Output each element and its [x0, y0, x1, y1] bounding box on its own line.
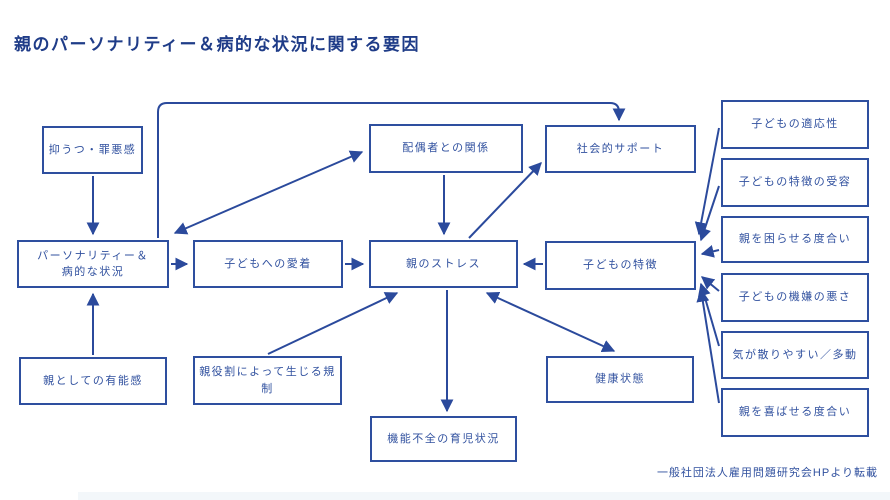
node-social-support: 社会的サポート	[545, 125, 696, 173]
node-acceptance-of-child: 子どもの特徴の受容	[721, 158, 869, 207]
node-parental-efficacy: 親としての有能感	[19, 357, 167, 405]
node-label: 親のストレス	[406, 257, 481, 270]
arrow-personality-spouse-twoway	[173, 150, 364, 235]
node-attachment-to-child: 子どもへの愛着	[193, 240, 343, 288]
arrow-bother-to-features	[700, 244, 720, 258]
arrow-adaptability-to-features	[694, 127, 720, 236]
node-label: 配偶者との関係	[402, 142, 490, 155]
node-pleases-parent: 親を喜ばせる度合い	[721, 388, 869, 437]
node-child-moodiness: 子どもの機嫌の悪さ	[721, 273, 869, 322]
node-label: 子どもの特徴	[583, 259, 658, 272]
node-label: 親を喜ばせる度合い	[738, 406, 852, 419]
node-label: 気が散りやすい／多動	[732, 348, 858, 361]
node-child-features: 子どもの特徴	[545, 241, 696, 290]
arrow-role-to-stress	[267, 292, 399, 355]
arrow-acceptance-to-features	[698, 185, 720, 242]
arrow-moodiness-to-features	[700, 276, 720, 292]
node-parent-stress: 親のストレス	[369, 240, 518, 288]
node-label: 抑うつ・罪悪感	[48, 143, 137, 156]
arrow-stress-health-twoway	[485, 291, 616, 353]
node-label: 社会的サポート	[576, 142, 665, 155]
arrow-stress-to-socialsupport	[468, 162, 542, 239]
node-child-adaptability: 子どもの適応性	[721, 100, 869, 149]
node-label: 子どもの適応性	[751, 118, 839, 131]
node-spouse-relationship: 配偶者との関係	[369, 124, 523, 173]
source-credit: 一般社団法人雇用問題研究会HPより転載	[656, 467, 878, 479]
node-label: 親役割によって生じる規制	[199, 366, 336, 395]
arrow-pleasing-to-features	[696, 288, 720, 404]
node-label: パーソナリティー＆ 病的な状況	[37, 249, 149, 279]
node-distractible-hyperactive: 気が散りやすい／多動	[721, 331, 869, 379]
node-label: 機能不全の育児状況	[387, 432, 500, 445]
node-label: 健康状態	[595, 373, 645, 386]
node-depression: 抑うつ・罪悪感	[42, 126, 143, 174]
node-label: 子どもへの愛着	[224, 257, 312, 270]
node-bothers-parent: 親を困らせる度合い	[721, 216, 869, 263]
node-label: 子どもの機嫌の悪さ	[738, 291, 852, 304]
node-health-status: 健康状態	[546, 356, 694, 403]
node-label: 親としての有能感	[43, 374, 143, 387]
node-role-restriction: 親役割によって生じる規制	[193, 356, 342, 405]
node-personality-pathology: パーソナリティー＆ 病的な状況	[17, 240, 169, 288]
node-label: 子どもの特徴の受容	[738, 176, 852, 189]
page-title: 親のパーソナリティー＆病的な状況に関する要因	[14, 35, 420, 54]
arrow-distractible-to-features	[698, 282, 720, 347]
arrow-personality-to-socialsupport	[157, 102, 626, 238]
node-dysfunctional-parenting: 機能不全の育児状況	[370, 416, 517, 462]
node-label: 親を困らせる度合い	[738, 233, 852, 246]
bottom-bar	[78, 492, 890, 500]
